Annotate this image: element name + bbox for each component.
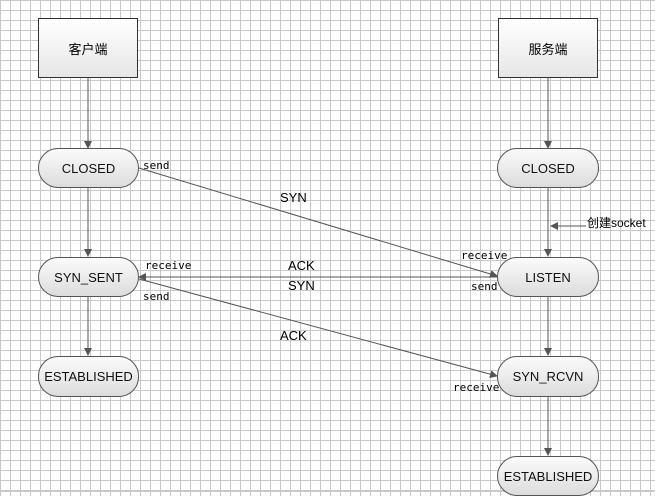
server-state-syn-rcvn: SYN_RCVN xyxy=(497,356,599,397)
server-state-established: ESTABLISHED xyxy=(497,456,599,496)
client-send-annotation-1: send xyxy=(143,159,170,172)
server-actor-box: 服务端 xyxy=(498,18,598,78)
client-actor-box: 客户端 xyxy=(38,18,138,78)
server-receive-annotation-2: receive xyxy=(453,381,500,394)
ack-message-label-2: ACK xyxy=(280,328,307,343)
create-socket-annotation: 创建socket xyxy=(587,216,646,230)
server-state-closed: CLOSED xyxy=(497,148,599,188)
syn-message-label-2: SYN xyxy=(288,278,315,293)
syn-message-label: SYN xyxy=(280,190,307,205)
client-receive-annotation: receive xyxy=(145,259,192,272)
server-state-listen: LISTEN xyxy=(497,257,599,297)
syn-message-arrow xyxy=(138,167,498,278)
server-receive-annotation-1: receive xyxy=(461,249,508,262)
client-state-syn-sent: SYN_SENT xyxy=(38,257,139,297)
client-state-closed: CLOSED xyxy=(38,148,139,188)
ack-message-label-1: ACK xyxy=(288,258,315,273)
client-send-annotation-2: send xyxy=(143,290,170,303)
client-state-established: ESTABLISHED xyxy=(38,356,139,397)
ack-message-arrow xyxy=(138,278,498,379)
server-send-annotation: send xyxy=(471,280,498,293)
